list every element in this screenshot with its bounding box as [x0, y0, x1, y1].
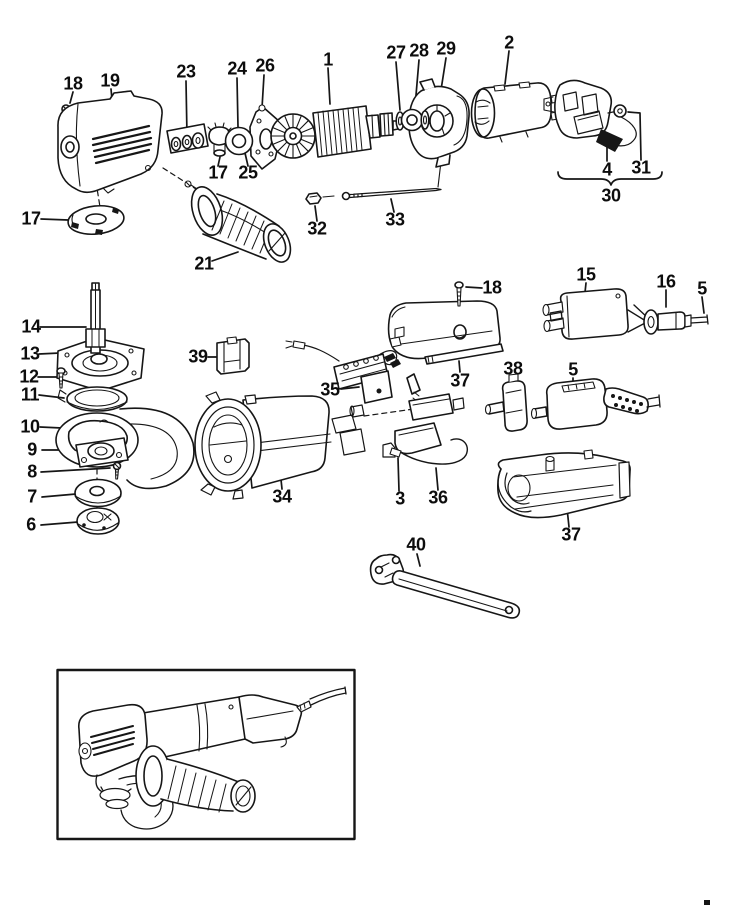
bolt-guide-line	[437, 152, 443, 188]
part-label-24: 24	[227, 58, 247, 79]
part-label-16: 16	[656, 271, 676, 292]
part-label-21: 21	[194, 253, 214, 274]
inner-flange-9-drawing	[75, 437, 129, 468]
cover-37-bottom-drawing	[497, 449, 631, 519]
part-label-1: 1	[323, 49, 333, 70]
baffle-29-drawing	[400, 78, 470, 168]
switch-5-mid-drawing	[530, 378, 661, 430]
part-label-18-mid: 18	[482, 277, 502, 298]
part-label-36: 36	[428, 487, 448, 508]
armature-1-drawing	[270, 105, 399, 159]
part-label-38: 38	[503, 358, 523, 379]
assembled-grinder-inset	[56, 668, 356, 841]
part-label-35: 35	[320, 379, 340, 400]
part-label-4: 4	[602, 159, 612, 180]
part-label-12: 12	[19, 366, 39, 387]
part-label-5-mid: 5	[568, 359, 578, 380]
leader-lines	[37, 50, 705, 567]
guard-10-drawing	[55, 407, 195, 490]
motor-housing-34-drawing	[194, 391, 366, 500]
screw-18-mid-drawing	[454, 281, 464, 307]
flange-17-left-drawing	[67, 204, 125, 236]
part-label-8: 8	[27, 461, 37, 482]
part-label-6: 6	[26, 514, 36, 535]
part-label-2: 2	[504, 32, 514, 53]
part-label-27: 27	[386, 42, 406, 63]
axis-dashed-lines	[95, 167, 429, 521]
brush-assembly-30-drawing	[543, 79, 637, 152]
parts-cluster-23-drawing	[166, 123, 209, 154]
actuator-38-drawing	[484, 373, 528, 432]
plate-26-drawing	[249, 104, 282, 170]
part-label-11: 11	[20, 384, 40, 405]
part-label-23: 23	[176, 61, 196, 82]
part-label-14: 14	[21, 316, 41, 337]
screw-12-drawing	[56, 367, 66, 389]
ring-11-drawing	[57, 386, 128, 412]
part-label-39: 39	[188, 346, 208, 367]
washer-25-drawing	[248, 131, 258, 151]
part-label-13: 13	[20, 343, 40, 364]
part-label-31: 31	[631, 157, 651, 178]
part-label-18-top: 18	[63, 73, 83, 94]
part-label-37-top: 37	[450, 370, 470, 391]
switch-15-drawing	[542, 288, 629, 340]
field-2-drawing	[470, 81, 559, 143]
part-label-26: 26	[255, 55, 275, 76]
part-label-5-top: 5	[697, 278, 707, 299]
spindle-14-drawing	[85, 282, 106, 354]
part-label-28: 28	[409, 40, 429, 61]
part-label-29: 29	[436, 38, 456, 59]
part-label-40: 40	[406, 534, 426, 555]
gear-housing-19-drawing	[57, 90, 163, 194]
scan-artifact	[704, 900, 710, 905]
pinion-17-mid-drawing	[207, 122, 232, 157]
terminal-block-35-drawing	[285, 340, 401, 404]
screw-8-drawing	[112, 461, 122, 480]
wrench-40-drawing	[369, 553, 521, 619]
part-label-7: 7	[27, 486, 37, 507]
part-label-30: 30	[601, 185, 621, 206]
clamp-nut-6-drawing	[76, 507, 120, 535]
washer-7-drawing	[74, 478, 122, 508]
clip-39-drawing	[216, 336, 250, 375]
part-label-37-bottom: 37	[561, 524, 581, 545]
part-label-34: 34	[272, 486, 292, 507]
part-label-32: 32	[307, 218, 327, 239]
bearing-27-28-drawing	[395, 108, 430, 132]
part-label-10: 10	[20, 416, 40, 437]
part-label-17-left: 17	[21, 208, 41, 229]
part-label-25: 25	[238, 162, 258, 183]
part-label-19: 19	[100, 70, 120, 91]
part-label-3: 3	[395, 488, 405, 509]
grommet-16-drawing	[627, 304, 709, 335]
part-label-33: 33	[385, 209, 405, 230]
wire-36-drawing	[389, 438, 468, 465]
cover-37-top-drawing	[387, 300, 504, 365]
part-label-17-mid: 17	[208, 162, 228, 183]
bolt-33-drawing	[341, 187, 442, 201]
bearing-24-drawing	[224, 126, 254, 156]
screw-18-top-drawing	[61, 104, 86, 114]
part-label-9: 9	[27, 439, 37, 460]
part-label-15: 15	[576, 264, 596, 285]
flange-plate-13-drawing	[56, 337, 145, 392]
nut-32-drawing	[305, 192, 335, 205]
inset-frame	[56, 668, 356, 841]
